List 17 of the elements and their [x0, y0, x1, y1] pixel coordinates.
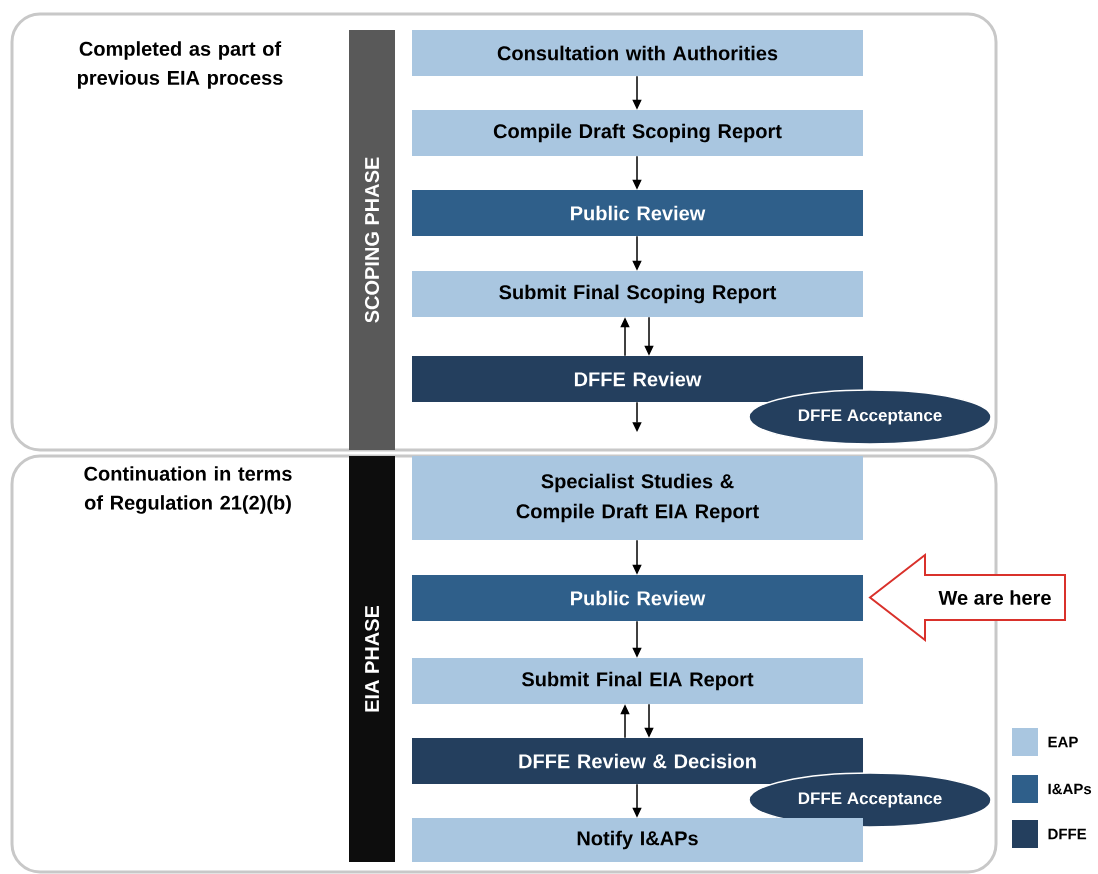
phase-bar: SCOPING PHASE — [349, 30, 395, 450]
process-box: Submit Final EIA Report — [412, 658, 863, 704]
phase-bar: EIA PHASE — [349, 456, 395, 862]
legend-label: EAP — [1048, 736, 1078, 748]
process-box: Consultation with Authorities — [412, 30, 863, 76]
process-box: DFFE Review — [412, 356, 863, 402]
process-box: DFFE Review & Decision — [412, 738, 863, 784]
legend-label: DFFE — [1048, 828, 1087, 840]
legend-label: I&APs — [1048, 783, 1092, 795]
process-box: Notify I&APs — [412, 818, 863, 862]
process-box: Public Review — [412, 190, 863, 236]
process-box: Specialist Studies & Compile Draft EIA Report — [412, 456, 863, 540]
panel-heading: Completed as part of previous EIA process — [77, 41, 283, 89]
process-box: Submit Final Scoping Report — [412, 271, 863, 317]
panel-heading: Continuation in terms of Regulation 21(2)(b) — [84, 466, 292, 514]
process-box: Compile Draft Scoping Report — [412, 110, 863, 156]
process-box: Public Review — [412, 575, 863, 621]
